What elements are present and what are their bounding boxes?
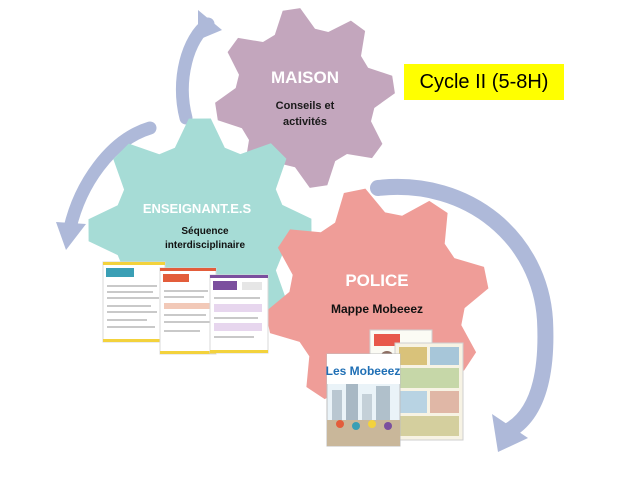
arrow-to-police-end [370, 178, 554, 438]
booklet-logo: Les Mobeeez [326, 364, 401, 378]
document-sheet-1 [102, 261, 166, 343]
arrow-to-maison [175, 17, 215, 125]
arrow-to-enseignants-head [56, 222, 86, 250]
booklet-inside-pages [394, 342, 464, 441]
document-sheet-3 [209, 274, 269, 354]
cycle-badge-label: Cycle II (5-8H) [419, 70, 549, 93]
arrow-to-police-end-head [492, 414, 528, 452]
maison-subtitle-line1: Conseils et [276, 100, 335, 112]
police-subtitle: Mappe Mobeeez [331, 302, 423, 316]
enseignants-title: ENSEIGNANT.E.S [143, 201, 252, 216]
maison-gear [215, 8, 395, 188]
teaching-documents [102, 261, 269, 355]
maison-subtitle-line2: activités [283, 116, 327, 128]
mobeeez-booklets: Les Mobeeez [326, 329, 464, 447]
arrow-to-maison-head [198, 10, 222, 40]
enseignants-subtitle-line2: interdisciplinaire [165, 240, 245, 251]
police-title: POLICE [345, 271, 408, 290]
arrow-to-enseignants [63, 121, 157, 235]
maison-title: MAISON [271, 68, 339, 87]
document-sheet-2 [159, 267, 217, 355]
booklet-cover: Les Mobeeez [326, 353, 401, 447]
enseignants-subtitle-line1: Séquence [181, 226, 229, 237]
cycle-badge: Cycle II (5-8H) [404, 64, 564, 100]
